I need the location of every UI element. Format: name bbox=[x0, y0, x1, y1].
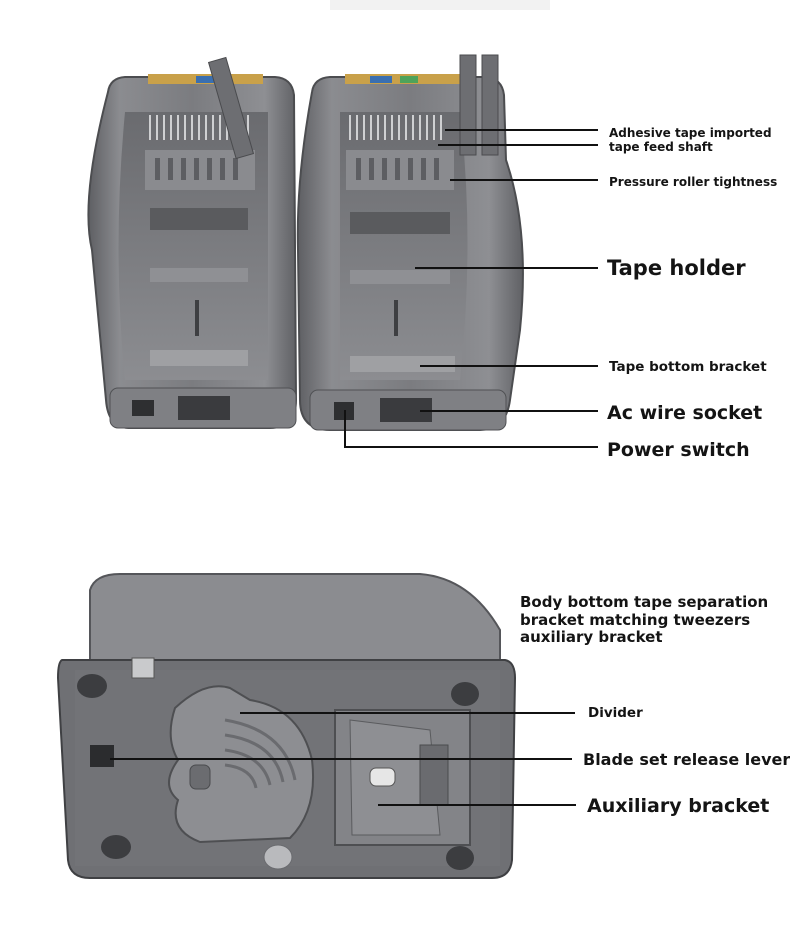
right-dispenser bbox=[296, 54, 524, 431]
tape-bottom-bracket-label: Tape bottom bracket bbox=[609, 359, 767, 375]
body-bottom-description-line1: Body bottom tape separation bbox=[520, 593, 769, 611]
bottom-product-photo bbox=[0, 560, 790, 951]
top-leader-lines bbox=[344, 129, 598, 448]
blade-set-release-lever-label: Blade set release lever bbox=[583, 750, 790, 769]
body-bottom-description-line2: bracket matching tweezers bbox=[520, 611, 751, 629]
top-product-photo bbox=[0, 0, 790, 470]
bottom-leader-lines bbox=[110, 712, 576, 806]
auxiliary-bracket-label: Auxiliary bracket bbox=[587, 795, 770, 817]
body-bottom-description-line3: auxiliary bracket bbox=[520, 628, 663, 646]
dispenser-underside-illustration bbox=[56, 573, 576, 879]
tape-feed-shaft-label: tape feed shaft bbox=[609, 140, 713, 154]
tape-holder-label: Tape holder bbox=[607, 256, 746, 280]
adhesive-tape-imported-label: Adhesive tape imported bbox=[609, 126, 772, 140]
power-switch-label: Power switch bbox=[607, 439, 750, 461]
pressure-roller-tightness-label: Pressure roller tightness bbox=[609, 175, 778, 189]
dual-dispenser-illustration bbox=[87, 0, 598, 448]
divider-label: Divider bbox=[588, 705, 643, 721]
ac-wire-socket-label: Ac wire socket bbox=[607, 402, 763, 424]
left-dispenser bbox=[87, 56, 298, 429]
